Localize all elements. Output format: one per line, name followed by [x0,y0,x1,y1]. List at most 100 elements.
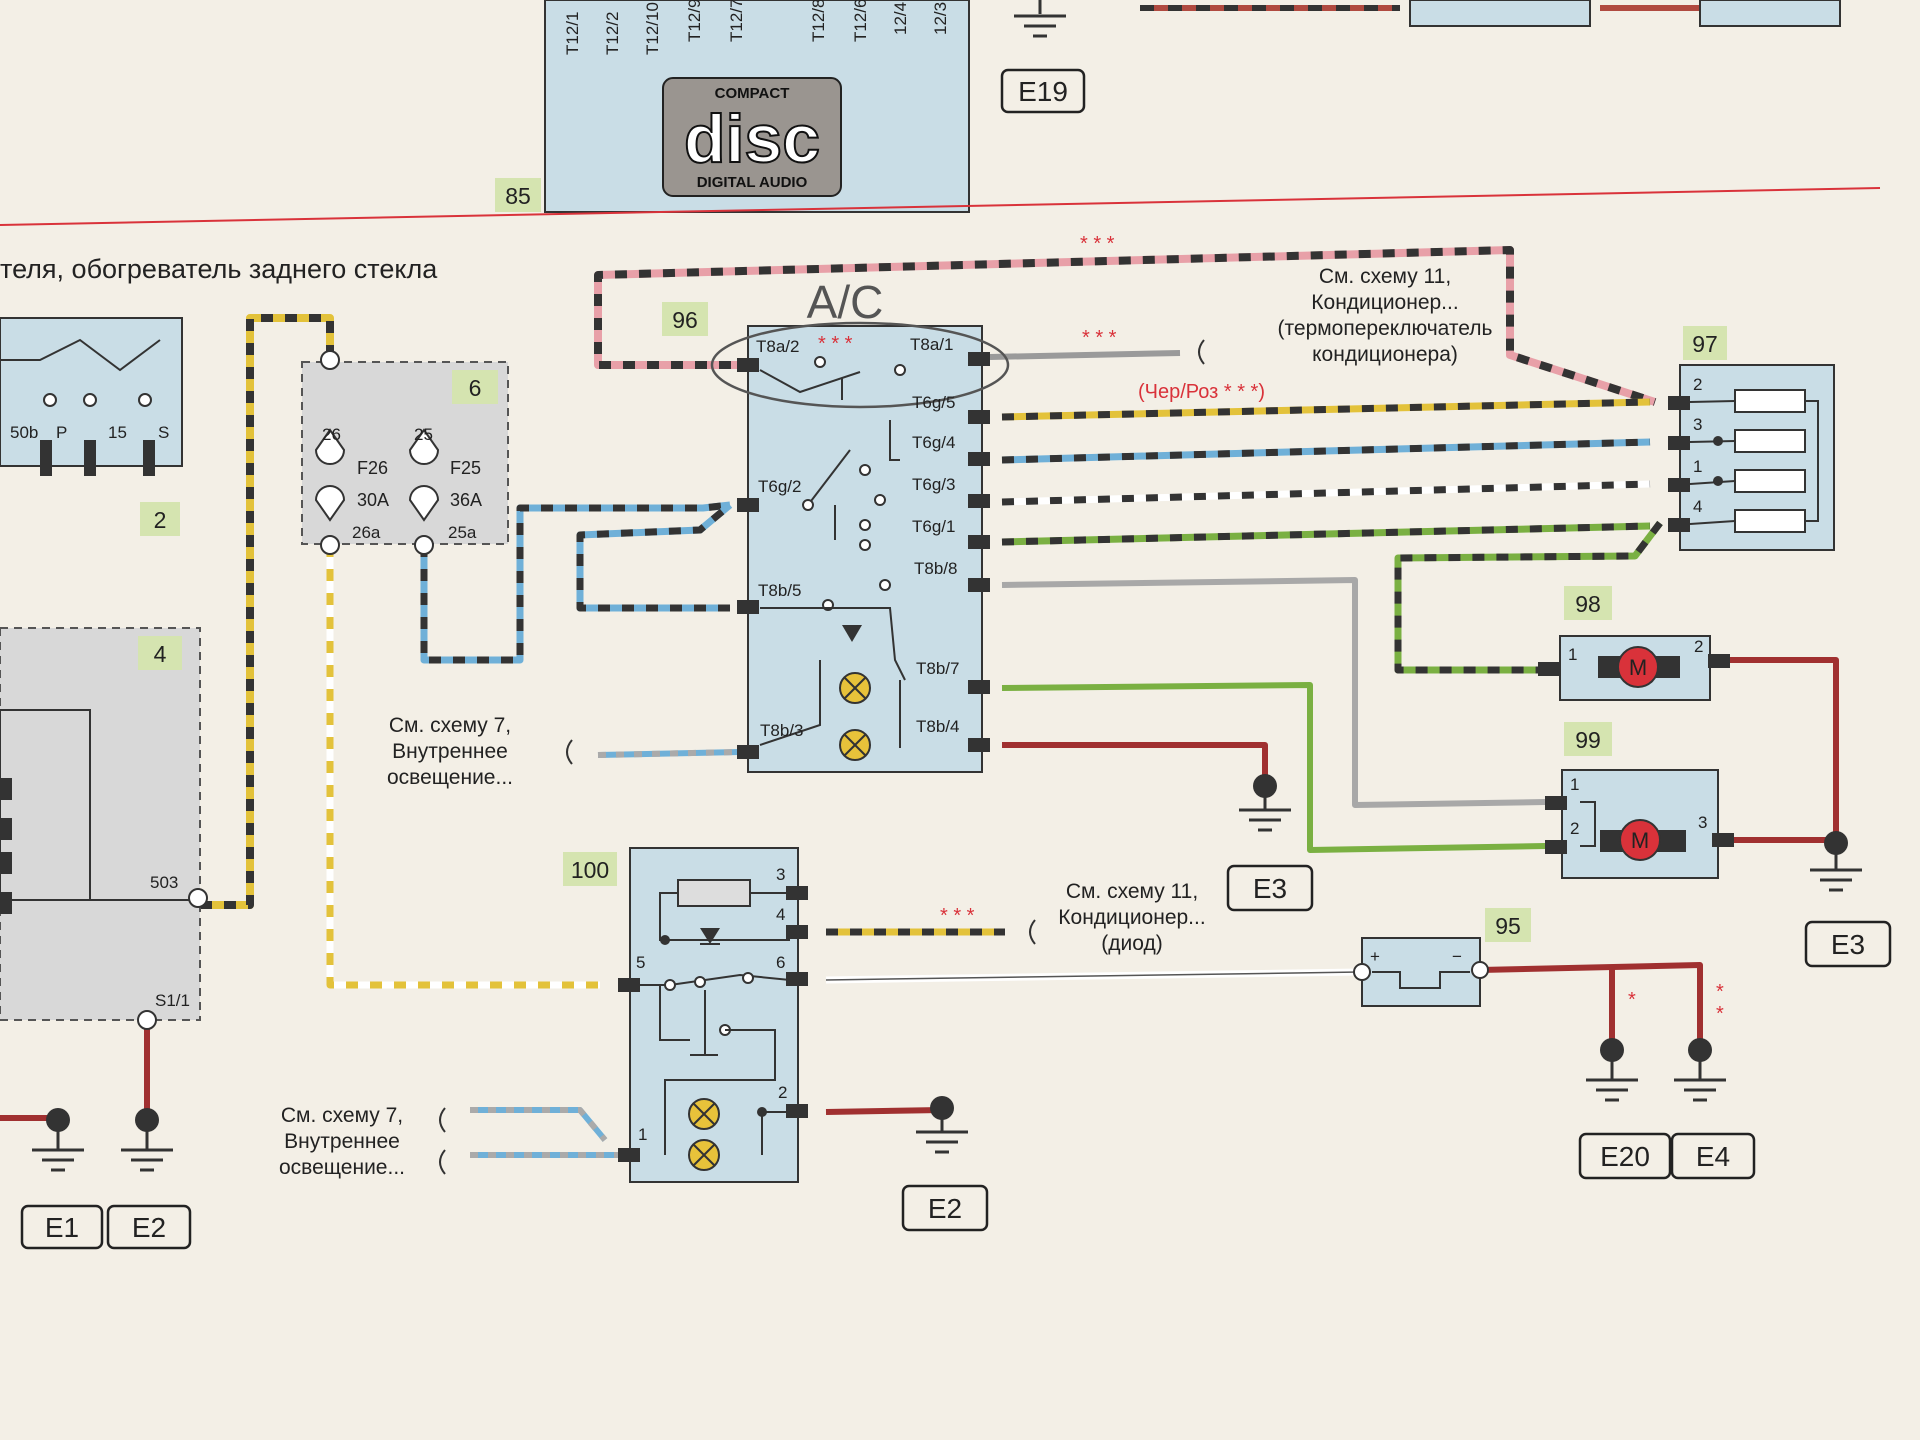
svg-text:4: 4 [776,905,785,924]
stars-gray-wire: * * * [1082,327,1117,349]
label-95: 95 [1495,913,1521,939]
svg-text:Кондиционер...: Кондиционер... [1311,291,1458,314]
label-2-bg [140,502,180,536]
lamp-icon [839,729,871,761]
resistor-icon [677,879,751,907]
svg-text:*: * [1716,1003,1724,1025]
svg-text:1: 1 [1570,775,1579,794]
ground-e19: E19 [1000,0,1086,114]
svg-text:См. схему 7,: См. схему 7, [281,1104,403,1127]
stars-top: * * * [1080,233,1115,255]
svg-text:3: 3 [776,865,785,884]
svg-text:См. схему 11,: См. схему 11, [1319,265,1451,288]
label-85-bg [495,178,541,212]
svg-text:E3: E3 [1831,929,1865,960]
note-interior-lighting-2: См. схему 7, Внутреннее освещение... [279,1104,446,1179]
fuse-block: 6 26 F26 30A 26a 25 F25 36A 25a [301,350,509,555]
ground-e1: E1 [20,1108,104,1250]
svg-text:M: M [1631,828,1649,853]
cd-pin: T12/6 [851,0,870,42]
label-100: 100 [571,857,609,883]
svg-text:E2: E2 [928,1193,962,1224]
handwritten-circle [710,321,1010,409]
svg-text:E20: E20 [1600,1141,1650,1172]
svg-text:освещение...: освещение... [387,766,513,789]
label-85: 85 [505,183,531,209]
stars-note: * * * [818,333,853,355]
lamp-icon [839,672,871,704]
pin-t8b8: T8b/8 [914,559,957,578]
pin-s1-1: S1/1 [155,991,190,1010]
ignition-terminal: 50b [10,423,38,442]
svg-text:E1: E1 [45,1212,79,1243]
fuse-f26-bottom: 26a [352,523,381,542]
fuse-f26-top: 26 [322,425,341,444]
svg-text:E4: E4 [1696,1141,1730,1172]
cd-pin: T12/10 [643,2,662,55]
svg-text:кондиционера): кондиционера) [1312,343,1458,366]
motor-icon [1619,819,1661,861]
rear-defrost-switch-100: 100 3 4 [563,847,808,1183]
cd-player-block: T12/1 T12/2 T12/10 T12/9 T12/7 T12/8 T12… [544,0,970,213]
svg-text:DIGITAL AUDIO: DIGITAL AUDIO [697,174,808,191]
fuse-f25-top: 25 [414,425,433,444]
diode-95: 95 + − * * * [1353,908,1724,1025]
ground-e4: E4 [1670,1038,1756,1180]
handwritten-color-note: (Чер/Роз * * *) [1138,381,1265,403]
wires [0,246,1839,1158]
svg-text:освещение...: освещение... [279,1156,405,1179]
svg-text:E3: E3 [1253,873,1287,904]
cd-pin: T12/9 [685,0,704,42]
resistor-pin: 1 [1693,457,1702,476]
pin-t8b7: T8b/7 [916,659,959,678]
label-6: 6 [469,375,482,401]
block-4: 4 503 S1/1 [0,627,208,1030]
fan-motor-99: 99 M 1 2 3 [1545,722,1734,879]
fuse-f26-rating: 30A [357,490,389,510]
svg-text:Внутреннее: Внутреннее [392,740,508,763]
resistor-pin: 2 [1693,375,1702,394]
svg-text:COMPACT: COMPACT [715,85,790,102]
motor-icon [1617,646,1659,688]
svg-text:(диод): (диод) [1101,932,1162,955]
label-99: 99 [1575,727,1601,753]
pin-t6g5: T6g/5 [912,393,955,412]
pin-t8b4: T8b/4 [916,717,959,736]
svg-text:1: 1 [638,1125,647,1144]
section-divider [0,187,1881,226]
ignition-terminal: 15 [108,423,127,442]
svg-text:3: 3 [1698,813,1707,832]
cd-pin-labels: T12/1 T12/2 T12/10 T12/9 T12/7 T12/8 T12… [563,0,950,55]
svg-text:См. схему 11,: См. схему 11, [1066,880,1198,903]
fuse-f25-rating: 36A [450,490,482,510]
label-97: 97 [1692,331,1718,357]
cd-pin: T12/8 [809,0,828,42]
svg-text:M: M [1629,655,1647,680]
svg-text:(термопереключатель: (термопереключатель [1278,317,1493,340]
compact-disc-logo: COMPACT disc DIGITAL AUDIO [662,77,842,197]
pin-t6g3: T6g/3 [912,475,955,494]
svg-text:Кондиционер...: Кондиционер... [1058,906,1205,929]
svg-text:См. схему 7,: См. схему 7, [389,714,511,737]
ignition-terminal: P [56,423,67,442]
pin-t6g2: T6g/2 [758,477,801,496]
pin-t8a2: T8a/2 [756,337,799,356]
resistor-pin: 3 [1693,415,1702,434]
svg-text:2: 2 [1694,637,1703,656]
fan-resistor-97: 97 2 3 1 4 [1668,326,1835,551]
fuse-f25-bottom: 25a [448,523,477,542]
pin-t8b3: T8b/3 [760,721,803,740]
svg-text:*: * [1628,989,1636,1011]
note-interior-lighting-1: См. схему 7, Внутреннее освещение... [387,714,573,789]
fuse-f26-name: F26 [357,458,388,478]
svg-text:−: − [1452,947,1462,966]
svg-text:2: 2 [1570,819,1579,838]
svg-text:E2: E2 [132,1212,166,1243]
note-ac-diode: * * * См. схему 11, Кондиционер... (диод… [940,880,1206,955]
section-title: теля, обогреватель заднего стекла [0,254,438,284]
pin-t8a1: T8a/1 [910,335,953,354]
cd-pin: T12/1 [563,12,582,55]
svg-text:1: 1 [1568,645,1577,664]
svg-text:*: * [1716,981,1724,1003]
